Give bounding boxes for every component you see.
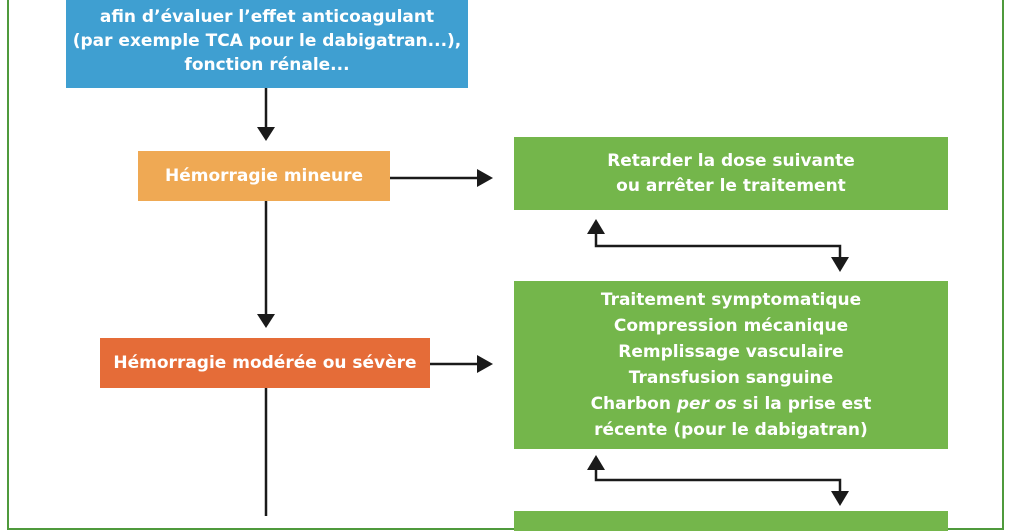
delay-dose-text: Retarder la dose suivante ou arrêter le … <box>607 150 855 196</box>
arrowhead-up <box>587 219 605 234</box>
double-arrow-1 <box>594 232 842 258</box>
delay-dose-box: Retarder la dose suivante ou arrêter le … <box>514 137 948 210</box>
double-arrow-2 <box>594 468 842 492</box>
treatment-line: Traitement symptomatique <box>600 290 862 310</box>
treatment-line: Charbon per os si la prise est <box>591 391 872 417</box>
arrowhead-right <box>477 169 493 187</box>
per-os-text: per os <box>676 394 737 414</box>
evaluation-box: afin d’évaluer l’effet anticoagulant (pa… <box>66 0 468 88</box>
treatment-line: Transfusion sanguine <box>628 368 834 388</box>
treatment-line: récente (pour le dabigatran) <box>594 420 868 440</box>
minor-hemorrhage-box: Hémorragie mineure <box>138 151 390 201</box>
arrowhead-down <box>831 491 849 506</box>
moderate-hemorrhage-label: Hémorragie modérée ou sévère <box>113 353 417 373</box>
symptomatic-treatment-box: Traitement symptomatique Compression méc… <box>514 281 948 449</box>
symptomatic-treatment-text: Traitement symptomatique Compression méc… <box>591 287 872 443</box>
arrowhead-down <box>257 127 275 141</box>
charcoal-condition-text: si la prise est <box>736 394 872 414</box>
evaluation-text: afin d’évaluer l’effet anticoagulant (pa… <box>72 7 462 75</box>
arrowhead-right <box>477 355 493 373</box>
charcoal-text: Charbon <box>590 394 677 414</box>
treatment-line: Compression mécanique <box>613 316 849 336</box>
arrowhead-down <box>257 314 275 328</box>
connector-arrows <box>257 88 849 516</box>
arrowhead-down <box>831 257 849 272</box>
moderate-hemorrhage-box: Hémorragie modérée ou sévère <box>100 338 430 388</box>
treatment-line: Remplissage vasculaire <box>618 342 844 362</box>
minor-hemorrhage-label: Hémorragie mineure <box>164 166 364 186</box>
arrowhead-up <box>587 455 605 470</box>
